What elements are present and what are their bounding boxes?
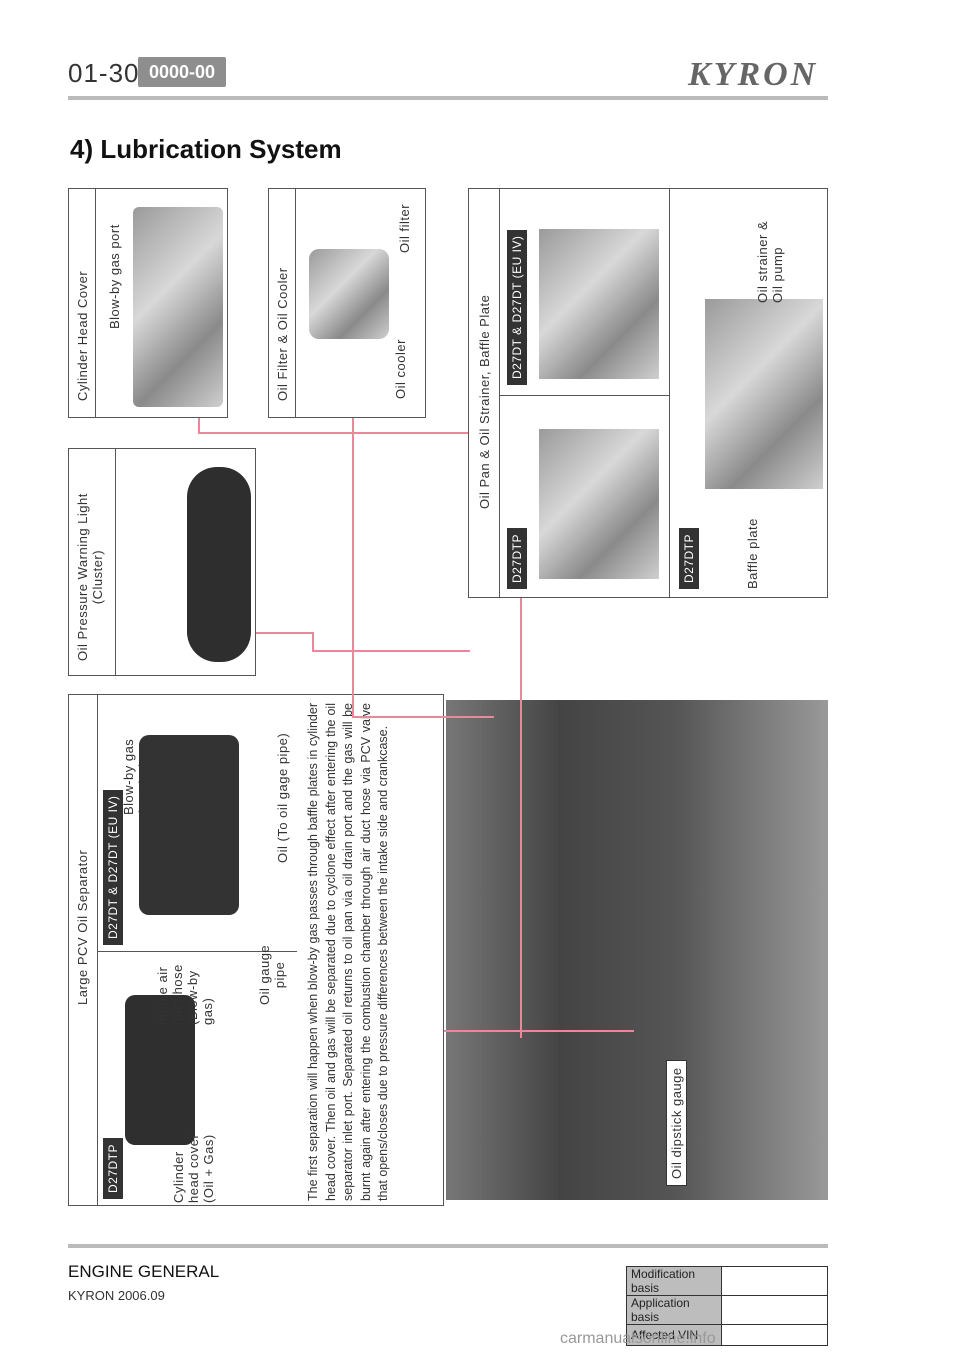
cluster-photo [187, 467, 251, 662]
section-code-badge: 0000-00 [138, 57, 226, 87]
panel-title: Oil Pan & Oil Strainer, Baffle Plate [477, 294, 492, 509]
table-cell-value [721, 1295, 828, 1325]
table-cell-label: Modification basis [626, 1266, 722, 1296]
page-number: 01-30 [68, 58, 140, 88]
baffle-plate-callout: Baffle plate [745, 518, 760, 589]
pcv-description: The first separation will happen when bl… [306, 703, 390, 1201]
pcv-left-intake-label: Intake air duct hose (Blow-by gas) [155, 964, 215, 1025]
pcv-right-blowby-label: Blow-by gas (To air duct hose) [121, 738, 166, 815]
pcv-right-oil-label: Oil (To oil gage pipe) [275, 732, 290, 863]
oil-filter-callout: Oil filter [397, 203, 412, 253]
panel-warning-light: Oil Pressure Warning Light (Cluster) [68, 448, 256, 676]
watermark: carmanualsonline.info [560, 1330, 716, 1347]
modification-info-table: Modification basis Application basis Aff… [626, 1266, 828, 1346]
footer-title: ENGINE GENERAL [68, 1262, 220, 1281]
oil-filter-photo [309, 249, 389, 339]
panel-title: Oil Pressure Warning Light (Cluster) [75, 493, 105, 661]
table-cell-value [721, 1266, 828, 1296]
panel-oil-pan: Oil Pan & Oil Strainer, Baffle Plate D27… [468, 188, 828, 598]
header-divider [68, 96, 828, 100]
table-row: Affected VIN [626, 1324, 828, 1346]
tag-d27dtp-pan: D27DTP [507, 527, 527, 589]
oil-pan-photo-d27dtp [539, 429, 659, 579]
tag-d27dtp-pcv: D27DTP [103, 1137, 123, 1199]
tag-d27dt: D27DT & D27DT (EU IV) [507, 229, 527, 385]
pcv-right-photo [139, 735, 239, 915]
leader-line-oil-filter [352, 418, 354, 716]
oil-cooler-callout: Oil cooler [393, 339, 408, 399]
panel-pcv: Large PCV Oil Separator D27DTP D27DT & D… [68, 694, 444, 1206]
oil-dipstick-callout: Oil dipstick gauge [666, 1060, 687, 1186]
leader-line-pcv [444, 1030, 634, 1032]
leader-line-oil-filter [352, 716, 494, 718]
tag-d27dt-pcv: D27DT & D27DT (EU IV) [103, 789, 123, 945]
leader-line-cylinder-head [198, 432, 468, 434]
oil-pan-photo-d27dt [539, 229, 659, 379]
baffle-plate-photo [705, 299, 823, 489]
table-row: Application basis [626, 1295, 828, 1325]
table-cell-label: Affected VIN [626, 1324, 722, 1346]
panel-title: Oil Filter & Oil Cooler [275, 267, 290, 401]
blowby-port-callout: Blow-by gas port [107, 224, 122, 329]
footer-subtitle: KYRON 2006.09 [68, 1288, 165, 1303]
tag-d27dtp-baffle: D27DTP [679, 527, 699, 589]
leader-line-oil-pan [520, 598, 522, 1038]
engine-bay-photo [446, 700, 828, 1200]
panel-title: Cylinder Head Cover [75, 270, 90, 401]
cylinder-head-cover-photo [133, 207, 223, 407]
leader-line-warning-light [256, 632, 312, 634]
panel-title: Large PCV Oil Separator [75, 849, 90, 1005]
leader-line-cylinder-head [198, 418, 200, 432]
pcv-left-gauge-label: Oil gauge pipe [257, 944, 287, 1005]
kyron-logo: KYRON [688, 56, 819, 93]
table-cell-label: Application basis [626, 1295, 722, 1325]
section-title: 4) Lubrication System [70, 134, 342, 164]
oil-strainer-callout: Oil strainer & Oil pump [755, 220, 785, 303]
pcv-right-cylinder-label: Cylinder head cover (oil + gas) [193, 745, 238, 815]
pcv-left-photo [125, 995, 195, 1145]
table-row: Modification basis [626, 1266, 828, 1296]
leader-line-warning-light [312, 632, 314, 650]
pcv-left-cylinder-label: Cylinder head cover (Oil + Gas) [171, 1133, 216, 1203]
panel-cylinder-head-cover: Cylinder Head Cover Blow-by gas port [68, 188, 228, 418]
table-cell-value [721, 1324, 828, 1346]
footer-divider [68, 1244, 828, 1248]
panel-oil-filter-cooler: Oil Filter & Oil Cooler Oil filter Oil c… [268, 188, 426, 418]
leader-line-warning-light [312, 650, 470, 652]
